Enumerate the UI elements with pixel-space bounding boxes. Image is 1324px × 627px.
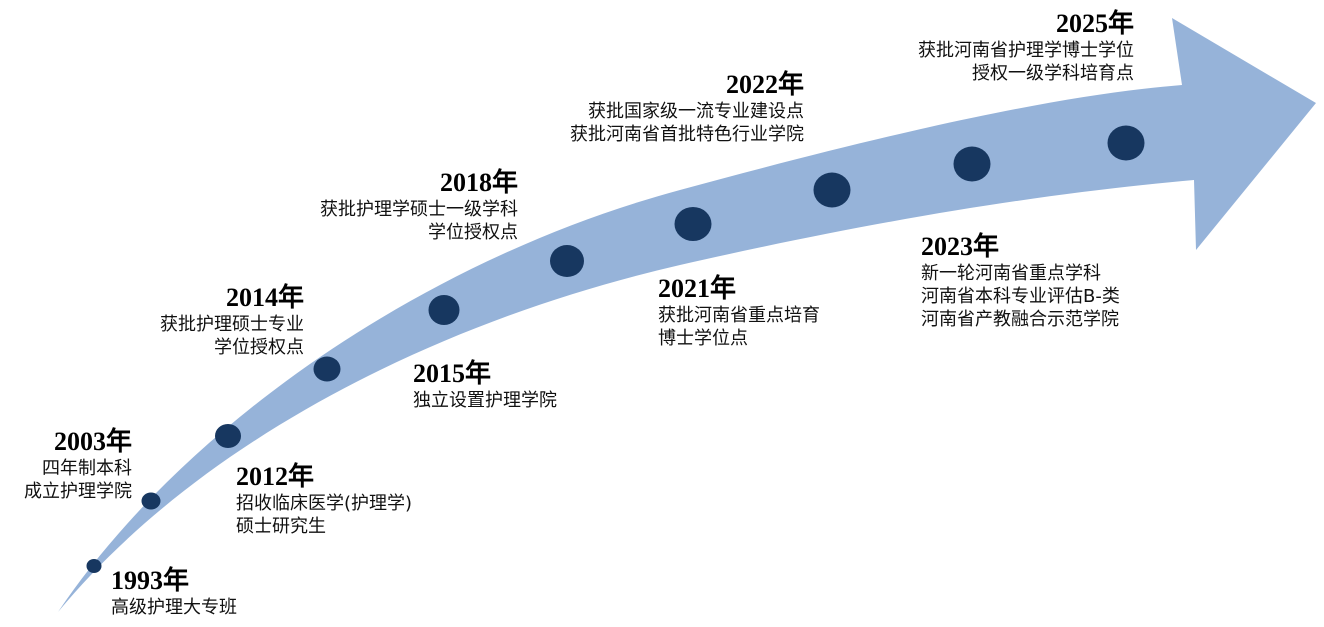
- event-2023: 2023年 新一轮河南省重点学科 河南省本科专业评估B-类 河南省产教融合示范学…: [921, 232, 1120, 331]
- event-description: 高级护理大专班: [111, 597, 237, 618]
- milestone-dot-2018: [550, 245, 584, 277]
- milestone-dot-2022: [813, 172, 851, 208]
- event-description: 学位授权点: [214, 337, 304, 358]
- event-description: 成立护理学院: [24, 481, 132, 502]
- event-description: 新一轮河南省重点学科: [921, 263, 1101, 284]
- event-year: 2018年: [439, 168, 518, 197]
- event-description: 四年制本科: [42, 458, 132, 479]
- milestone-markers: [86, 125, 1145, 573]
- event-description: 获批护理学硕士一级学科: [320, 199, 518, 220]
- event-description: 学位授权点: [428, 222, 518, 243]
- event-year: 2023年: [921, 232, 1000, 261]
- milestone-dot-2003: [141, 492, 161, 510]
- milestone-dot-2023: [953, 146, 991, 182]
- event-description: 获批河南省护理学博士学位: [918, 40, 1134, 61]
- event-year: 2021年: [658, 274, 737, 303]
- milestone-dot-2012: [215, 424, 241, 448]
- milestone-dot-2015: [428, 295, 460, 325]
- event-description: 获批河南省重点培育: [658, 305, 820, 326]
- event-2025: 2025年 获批河南省护理学博士学位 授权一级学科培育点: [918, 9, 1134, 85]
- event-2012: 2012年 招收临床医学(护理学) 硕士研究生: [236, 462, 412, 538]
- event-description: 授权一级学科培育点: [972, 63, 1134, 84]
- milestone-dot-2025: [1107, 125, 1145, 161]
- milestone-dot-2014: [313, 356, 341, 382]
- event-description: 获批河南省首批特色行业学院: [570, 124, 804, 145]
- event-description: 获批护理硕士专业: [160, 314, 304, 335]
- event-2021: 2021年 获批河南省重点培育 博士学位点: [658, 274, 820, 350]
- event-description: 招收临床医学(护理学): [236, 493, 413, 514]
- event-description: 博士学位点: [658, 328, 748, 349]
- event-year: 2022年: [725, 70, 804, 99]
- event-2022: 2022年 获批国家级一流专业建设点 获批河南省首批特色行业学院: [570, 70, 804, 146]
- event-2003: 2003年 四年制本科 成立护理学院: [24, 427, 132, 503]
- event-description: 硕士研究生: [236, 516, 326, 537]
- milestone-dot-2021: [674, 207, 712, 241]
- event-description: 河南省产教融合示范学院: [921, 309, 1119, 330]
- event-2014: 2014年 获批护理硕士专业 学位授权点: [160, 283, 304, 359]
- event-year: 2015年: [413, 359, 492, 388]
- event-description: 独立设置护理学院: [413, 390, 557, 411]
- event-description: 获批国家级一流专业建设点: [588, 101, 804, 122]
- event-year: 2012年: [236, 462, 315, 491]
- event-2015: 2015年 独立设置护理学院: [413, 359, 557, 412]
- curved-arrow: [58, 18, 1316, 612]
- event-year: 2014年: [225, 283, 304, 312]
- event-year: 2025年: [1055, 9, 1134, 38]
- event-year: 2003年: [53, 427, 132, 456]
- milestone-dot-1993: [86, 559, 102, 573]
- event-1993: 1993年 高级护理大专班: [111, 566, 237, 619]
- event-description: 河南省本科专业评估B-类: [921, 286, 1120, 307]
- event-year: 1993年: [111, 566, 190, 595]
- event-2018: 2018年 获批护理学硕士一级学科 学位授权点: [320, 168, 518, 244]
